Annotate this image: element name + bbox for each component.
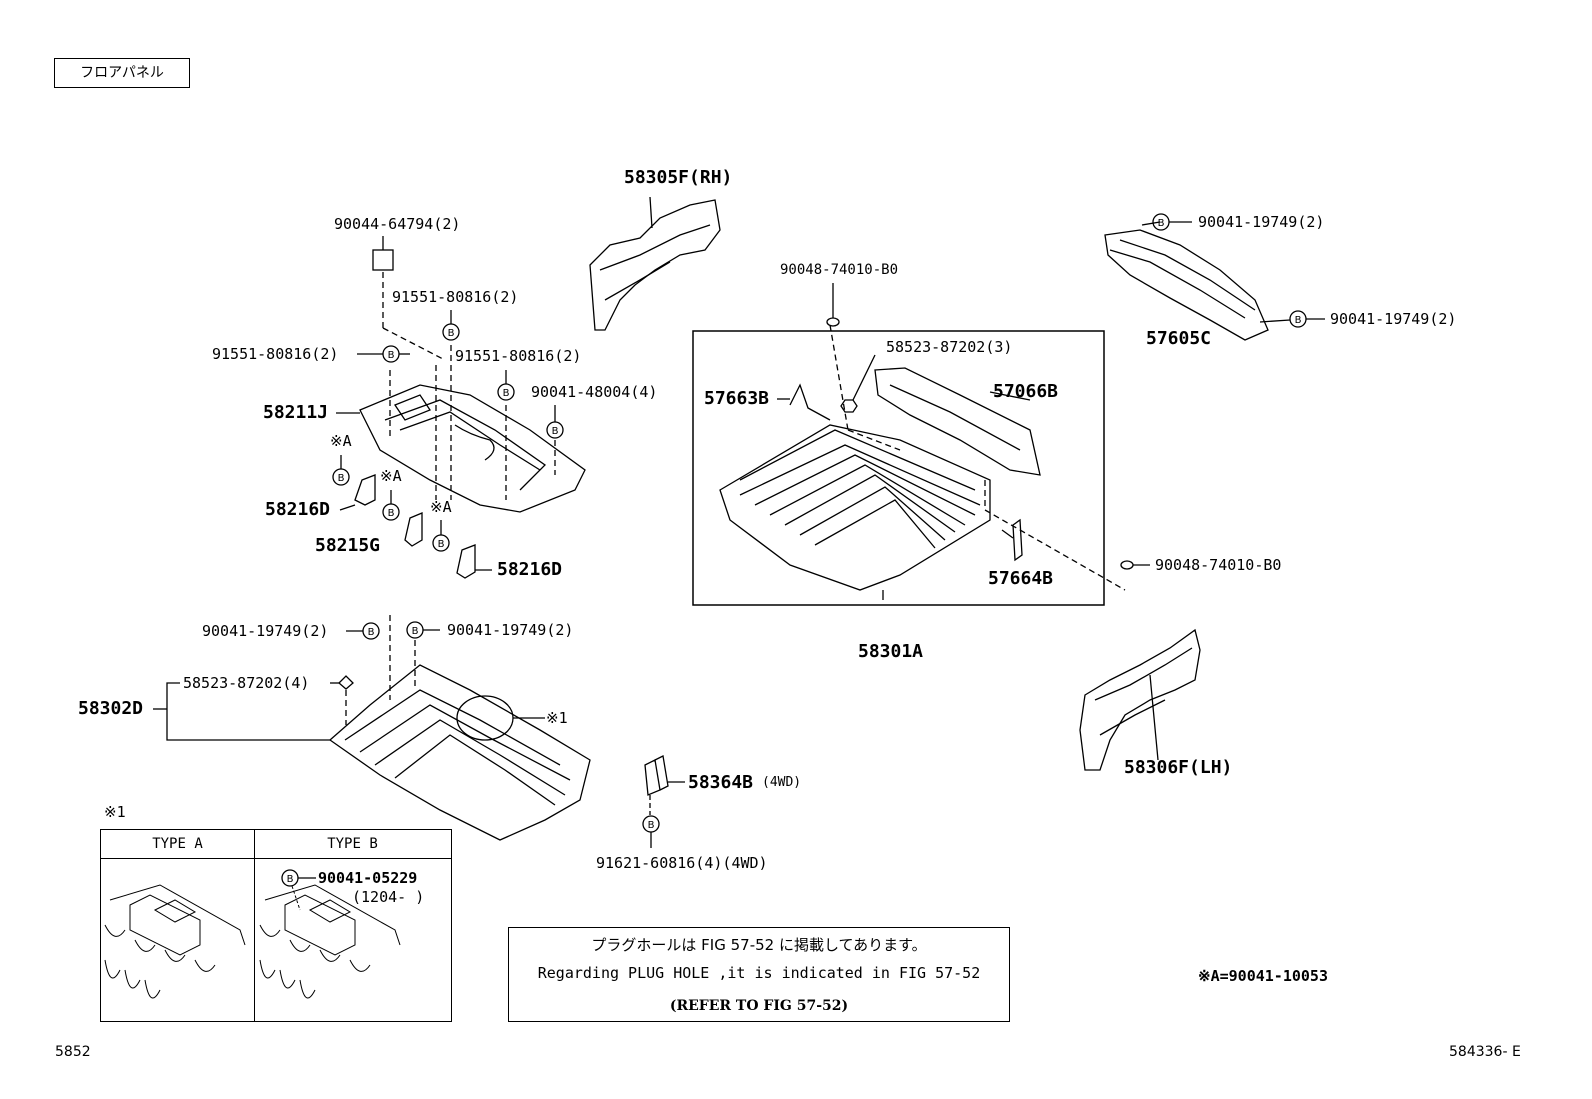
svg-text:B: B [287,874,294,885]
label-90041-19749-tr2: 90041-19749(2) [1330,310,1457,328]
panel-57066b-part [874,367,1041,476]
label-90048-right: 90048-74010-B0 [1155,556,1282,574]
svg-text:B: B [388,508,395,519]
type-a-sketch [104,884,246,999]
label-58302d: 58302D [78,698,144,719]
svg-text:B: B [388,350,395,361]
part-57664b-shape [1012,518,1023,562]
label-57066b: 57066B [993,381,1059,402]
label-90041-19749-right: 90041-19749(2) [447,621,574,639]
type-a-header: TYPE A [101,830,254,859]
label-xa-2: ※A [380,467,402,485]
label-xa-1: ※A [330,432,352,450]
label-91621: 91621-60816(4)(4WD) [596,854,768,872]
wheelhouse-rh-part [589,196,721,331]
label-90048-top: 90048-74010-B0 [780,262,899,278]
table-divider [254,830,255,1021]
note-reference: (REFER TO FIG 57-52) [669,998,849,1014]
type-detail-table: TYPE A TYPE B [100,829,452,1022]
svg-text:B: B [412,626,419,637]
svg-text:B: B [338,473,345,484]
floor-pan-58211j-part [336,384,586,513]
label-58523-4: 58523-87202(4) [183,674,310,692]
clip-90044-part [372,249,394,271]
bracket-58215g-part [404,512,423,547]
type-b-sketch [259,884,401,999]
label-91551-mid: 91551-80816(2) [455,347,582,365]
plug-hole-note: プラグホールは FIG 57-52 に掲載してあります。 Regarding P… [508,927,1010,1022]
label-57663b: 57663B [704,388,770,409]
label-90041-05229: 90041-05229 [318,869,418,887]
label-bolt-date: (1204- ) [352,888,425,906]
svg-text:B: B [438,539,445,550]
note-english: Regarding PLUG HOLE ,it is indicated in … [537,964,981,982]
rear-floor-group-box [692,330,1105,606]
part-57663b-shape [789,383,831,421]
bracket-58216d-right-part [456,544,492,579]
leader-58302d [166,709,330,741]
label-58301a: 58301A [858,641,924,662]
label-58216d-right: 58216D [497,559,563,580]
label-90041-48004: 90041-48004(4) [531,383,658,401]
bracket-58364b-part [644,755,685,815]
svg-text:B: B [552,426,559,437]
svg-text:B: B [648,820,655,831]
label-57605c: 57605C [1146,328,1212,349]
svg-text:B: B [368,627,375,638]
label-58215g: 58215G [315,535,381,556]
page-code: 5852 [55,1044,91,1060]
figure-id: 584336- E [1449,1044,1521,1060]
label-91551-top: 91551-80816(2) [392,288,519,306]
label-58523-3: 58523-87202(3) [886,338,1013,356]
label-90041-19749-left: 90041-19749(2) [202,622,329,640]
note-japanese: プラグホールは FIG 57-52 に掲載してあります。 [591,936,927,954]
type-b-header: TYPE B [254,830,451,859]
label-58216d-left: 58216D [265,499,331,520]
label-58305f: 58305F(RH) [624,167,733,188]
svg-text:B: B [1158,218,1165,229]
label-90044-64794: 90044-64794(2) [334,215,461,233]
nut-58523-4-shape [338,675,354,690]
footnote-a: ※A=90041-10053 [1198,967,1328,985]
svg-text:B: B [503,388,510,399]
page-title: フロアパネル [54,58,190,88]
label-90041-19749-tr1: 90041-19749(2) [1198,213,1325,231]
bracket-58216d-left-part [339,474,376,511]
label-58364b: 58364B [688,772,754,793]
label-91551-left: 91551-80816(2) [212,345,339,363]
label-callout-x1: ※1 [546,709,568,727]
cross-member-57605c-part [1104,221,1291,341]
label-58364b-suffix: (4WD) [762,775,802,790]
label-58306f: 58306F(LH) [1124,757,1233,778]
label-xa-3: ※A [430,498,452,516]
type-table-note-mark: ※1 [104,803,126,821]
label-57664b: 57664B [988,568,1054,589]
floor-58302d-part [328,664,591,841]
svg-text:B: B [1295,315,1302,326]
rear-floor-58301a-part [719,424,991,600]
svg-text:B: B [448,328,455,339]
wheelhouse-lh-part [1079,628,1201,771]
label-58211j: 58211J [263,402,329,423]
